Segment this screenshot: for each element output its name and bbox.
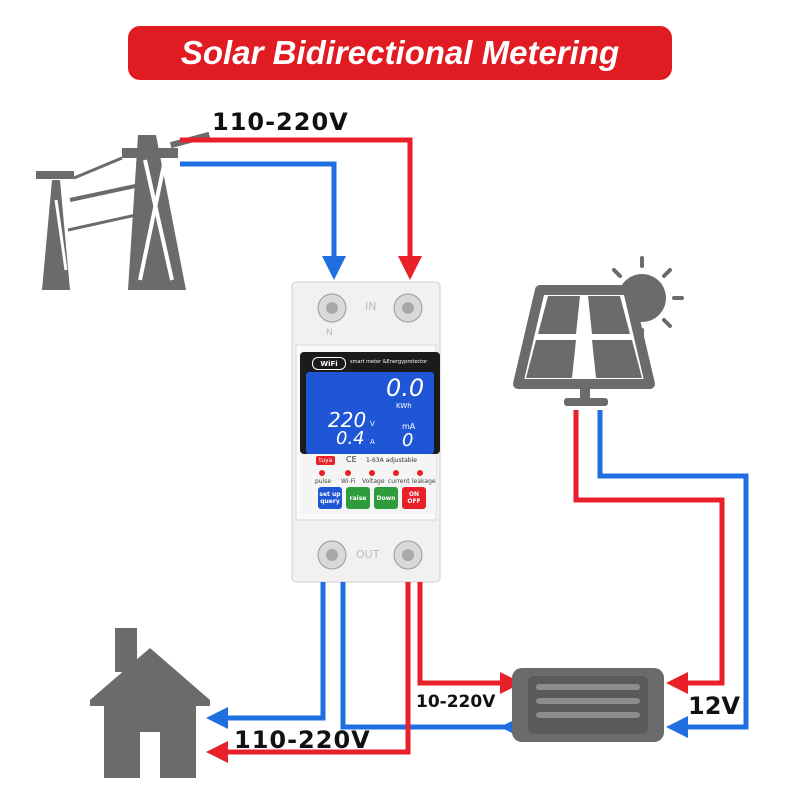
panel-neutral-arrow [666, 716, 688, 738]
inverter-live-wire [417, 582, 512, 686]
inverter-icon [512, 668, 664, 742]
solar-wires [573, 410, 749, 730]
ce-mark: CE [346, 455, 357, 464]
indicator-label: leakage [412, 478, 436, 485]
inverter-ac-voltage-label: 10-220V [416, 692, 496, 712]
grid-wires [180, 137, 413, 256]
brand-badge: tuya [316, 456, 336, 465]
wifi-icon: WiFi [312, 357, 346, 370]
live-arrow-down [398, 256, 422, 280]
grid-neutral-wire [180, 161, 337, 256]
down-button[interactable]: Down [374, 487, 398, 509]
setup-query-button[interactable]: set up query [318, 487, 342, 509]
current-unit: A [370, 438, 375, 446]
power-tower-icon [36, 131, 211, 290]
house-live-wire [228, 582, 411, 755]
energy-value: 0.0 [386, 374, 425, 402]
meter-display: 0.0 KWh 220 V 0.4 A mA 0 [306, 372, 434, 454]
top-terminal-right-label: IN [365, 300, 377, 313]
leakage-unit: mA [402, 422, 416, 431]
page-title: Solar Bidirectional Metering [180, 34, 620, 71]
range-text: 1-63A adjustable [366, 457, 417, 464]
energy-unit: KWh [396, 402, 412, 410]
panel-live-arrow [666, 672, 688, 694]
on-off-button[interactable]: ON OFF [402, 487, 426, 509]
voltage-value: 220 [328, 408, 367, 432]
house-live-arrow [206, 741, 228, 763]
title-banner: Solar Bidirectional Metering [128, 26, 672, 80]
meter-header-text: smart meter &Energyprotector [350, 359, 428, 365]
grid-voltage-label: 110-220V [212, 108, 349, 136]
neutral-arrow-down [322, 256, 346, 280]
house-icon [90, 628, 210, 778]
indicator-label: Wi-Fi [341, 478, 356, 485]
wifi-badge: WiFi [320, 359, 338, 368]
raise-button[interactable]: raise [346, 487, 370, 509]
solar-panel-icon [513, 285, 655, 406]
inverter-neutral-wire [340, 582, 512, 730]
indicator-label: pulse [315, 478, 332, 485]
house-neutral-wire [228, 582, 326, 721]
bottom-terminal-label: OUT [356, 548, 380, 561]
voltage-unit: V [370, 420, 375, 428]
grid-live-wire [180, 137, 413, 256]
output-wires [228, 582, 512, 755]
indicator-label: current [388, 478, 410, 485]
inverter-live-arrow-in [500, 672, 522, 694]
panel-dc-voltage-label: 12V [688, 692, 740, 720]
leakage-value: 0 [402, 430, 414, 451]
panel-neutral-wire [597, 410, 749, 730]
house-neutral-arrow [206, 707, 228, 729]
house-voltage-label: 110-220V [234, 726, 371, 754]
panel-live-wire [573, 410, 725, 686]
current-value: 0.4 [336, 428, 365, 449]
top-terminal-left-label: N [326, 328, 333, 338]
indicator-label: Voltage [362, 478, 385, 485]
